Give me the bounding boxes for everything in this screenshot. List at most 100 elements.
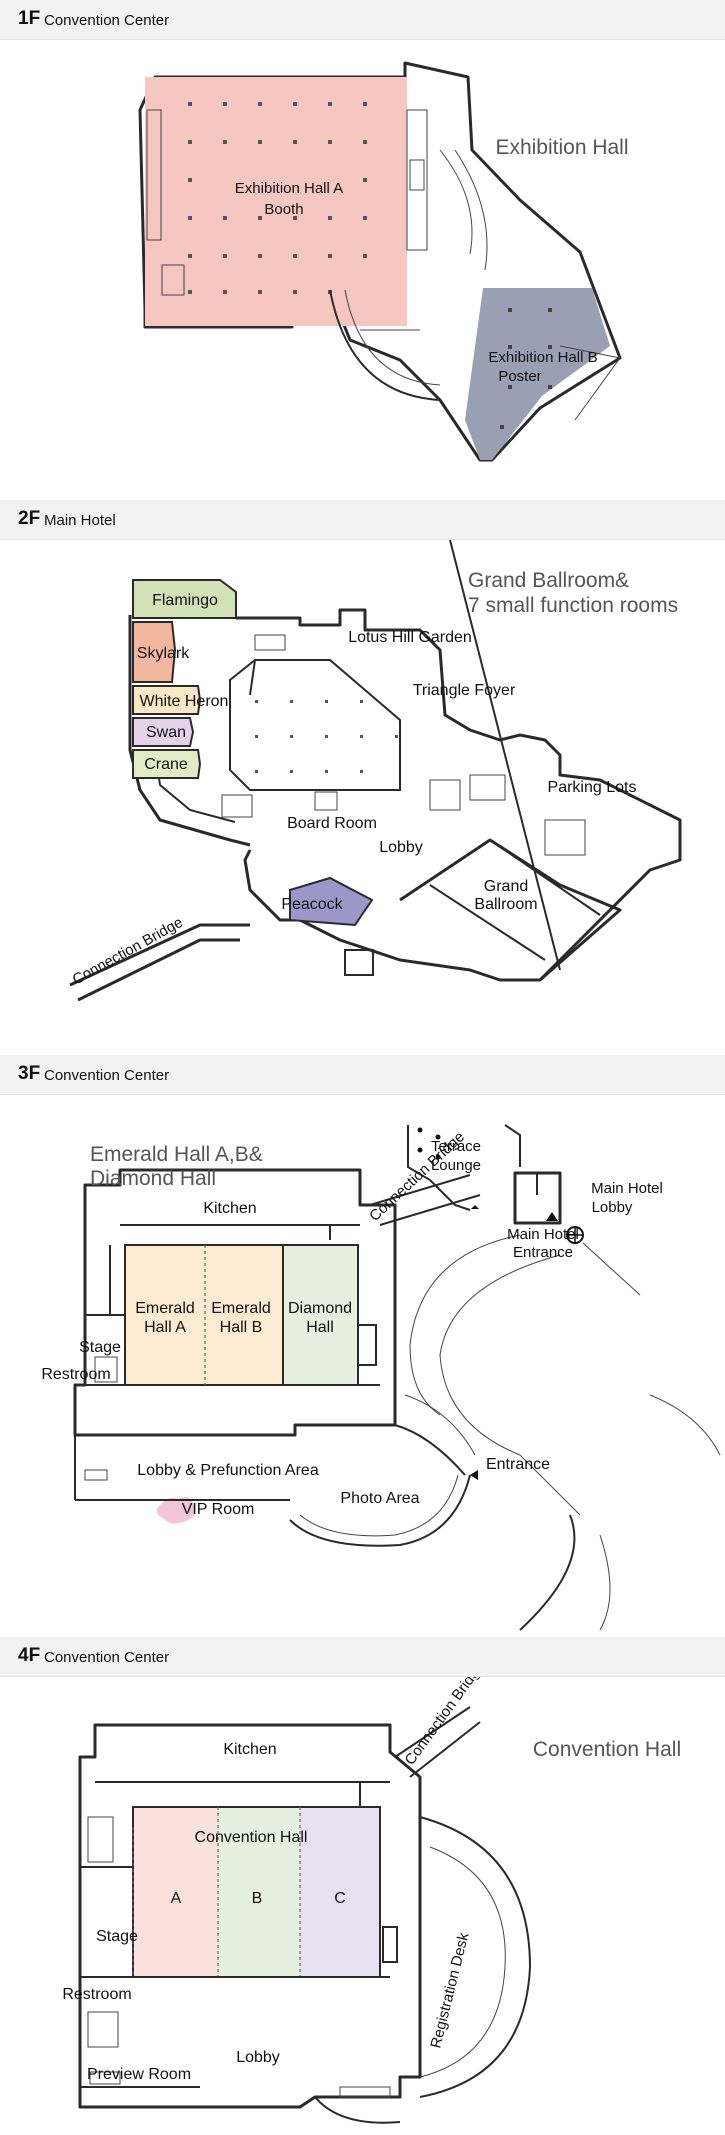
main-hotel-entrance-sublabel: Entrance xyxy=(513,1244,573,1261)
board-room-box xyxy=(221,794,253,818)
hall-a-sublabel: Booth xyxy=(264,201,303,218)
photo-area-inner xyxy=(299,1474,459,1537)
preview-room-label: Preview Room xyxy=(87,2066,191,2083)
room-swan[interactable] xyxy=(133,718,193,746)
restroom-label: Restroom xyxy=(62,1986,131,2003)
convention-hall-label: Convention Hall xyxy=(195,1829,308,1846)
lobby-curve xyxy=(314,2096,401,2124)
road-edge xyxy=(649,1394,721,1456)
room-emerald-hall-b[interactable] xyxy=(205,1245,283,1385)
building-name: Convention Center xyxy=(44,1067,170,1084)
room-convention-c[interactable] xyxy=(300,1807,380,1977)
floor-header: 3F Convention Center xyxy=(0,1055,725,1095)
entrance-arrow-icon xyxy=(470,1470,478,1480)
hall-b-label: B xyxy=(252,1890,263,1907)
floor-title-line1: Emerald Hall A,B& xyxy=(90,1143,263,1166)
crane-label: Crane xyxy=(144,756,188,773)
main-hotel-lobby-label: Main Hotel xyxy=(591,1180,663,1197)
ballroom-label: Ballroom xyxy=(474,896,537,913)
stair-core xyxy=(429,779,461,811)
bridge-wall xyxy=(379,1194,481,1226)
room-flamingo[interactable] xyxy=(133,580,236,618)
ballroom-divider xyxy=(489,839,601,916)
room-convention-b[interactable] xyxy=(218,1807,300,1977)
floor-map-2f: Flamingo Skylark White Heron Swan Crane … xyxy=(0,540,725,1055)
emerald-b-label: Emerald xyxy=(211,1300,271,1317)
building-name: Main Hotel xyxy=(44,512,116,529)
bridge-wall xyxy=(409,1721,481,1778)
exhibition-hall-b[interactable] xyxy=(465,288,610,460)
triangle-label: Triangle Foyer xyxy=(413,682,516,699)
flamingo-label: Flamingo xyxy=(152,592,218,609)
service-room xyxy=(87,1816,114,1863)
lobby-label: Lobby xyxy=(236,2049,280,2066)
service-room xyxy=(544,819,586,856)
floor-level: 3F xyxy=(18,1063,41,1084)
building-name: Convention Center xyxy=(44,1649,170,1666)
ballroom-divider xyxy=(449,540,561,971)
small-room xyxy=(344,949,374,976)
room-crane[interactable] xyxy=(133,750,200,778)
hall-b-label: Exhibition Hall B xyxy=(488,349,597,366)
room-skylark[interactable] xyxy=(133,622,175,682)
building-name: Convention Center xyxy=(44,12,170,29)
road-edge xyxy=(599,1534,611,1631)
photo-area-label: Photo Area xyxy=(340,1490,419,1507)
exhibition-hall-a[interactable] xyxy=(145,77,407,326)
terrace-wall xyxy=(504,1124,521,1167)
floor-title-line2: 7 small function rooms xyxy=(468,594,678,617)
service-core xyxy=(146,109,162,241)
room-emerald-hall-a[interactable] xyxy=(125,1245,205,1385)
road-edge xyxy=(519,1514,576,1631)
swan-label: Swan xyxy=(146,724,186,741)
stage-label: Stage xyxy=(96,1928,138,1945)
restroom-box xyxy=(94,1356,118,1383)
arrow-down-icon xyxy=(471,1205,479,1209)
kitchen-label: Kitchen xyxy=(203,1200,256,1217)
driveway-mid xyxy=(439,1254,581,1516)
elevator xyxy=(314,791,338,811)
ballroom-divider xyxy=(429,884,546,961)
registration-label: Registration Desk xyxy=(427,1931,472,2050)
entrance-canopy xyxy=(404,1394,476,1456)
floor-header: 2F Main Hotel xyxy=(0,500,725,540)
grand-ballroom-outline xyxy=(399,838,622,982)
west-wall xyxy=(128,615,251,847)
hall-a-label: Exhibition Hall A xyxy=(235,180,343,197)
floor-header: 1F Convention Center xyxy=(0,0,725,40)
grand-label: Grand xyxy=(484,878,528,895)
bridge-wall xyxy=(77,938,240,1002)
lobby-divider xyxy=(249,659,256,696)
board-room-label: Board Room xyxy=(287,815,377,832)
stair-small xyxy=(84,1469,108,1481)
room-convention-a[interactable] xyxy=(133,1807,218,1977)
preview-room-stair xyxy=(89,2071,121,2085)
terrace-wall xyxy=(407,1125,471,1211)
lobby-label: Lobby & Prefunction Area xyxy=(137,1462,319,1479)
lobby-core xyxy=(229,659,401,791)
column-grid-a xyxy=(188,102,367,294)
map-svg-3f: Terrace Lounge Kitchen Connection Bridge… xyxy=(41,1124,721,1631)
entrance-wall xyxy=(394,1424,466,1476)
emerald-a-sublabel: Hall A xyxy=(144,1319,186,1336)
restroom-box xyxy=(87,2011,119,2048)
main-hotel-entrance-label: Main Hotel xyxy=(507,1226,579,1243)
floor-map-3f: Terrace Lounge Kitchen Connection Bridge… xyxy=(0,1095,725,1635)
photo-area-curve xyxy=(289,1474,471,1547)
terrace-label: Terrace xyxy=(431,1138,481,1155)
floor-level: 2F xyxy=(18,508,41,529)
restroom-label: Restroom xyxy=(41,1366,110,1383)
room-white-heron[interactable] xyxy=(133,686,200,714)
floor-title: Convention Hall xyxy=(533,1738,681,1761)
floor-title: Exhibition Hall xyxy=(495,136,628,159)
connector-curve xyxy=(439,149,473,255)
lobby-curve-inner xyxy=(344,289,441,386)
room-diamond-hall[interactable] xyxy=(283,1245,358,1385)
peacock-label: Peacock xyxy=(281,896,343,913)
bridge-wall xyxy=(69,923,250,987)
entrance-label: Entrance xyxy=(486,1456,550,1473)
vip-room-shape[interactable] xyxy=(156,1497,195,1524)
road-line xyxy=(582,1242,641,1296)
loading-dock xyxy=(559,345,621,421)
stair-core xyxy=(382,1926,398,1963)
